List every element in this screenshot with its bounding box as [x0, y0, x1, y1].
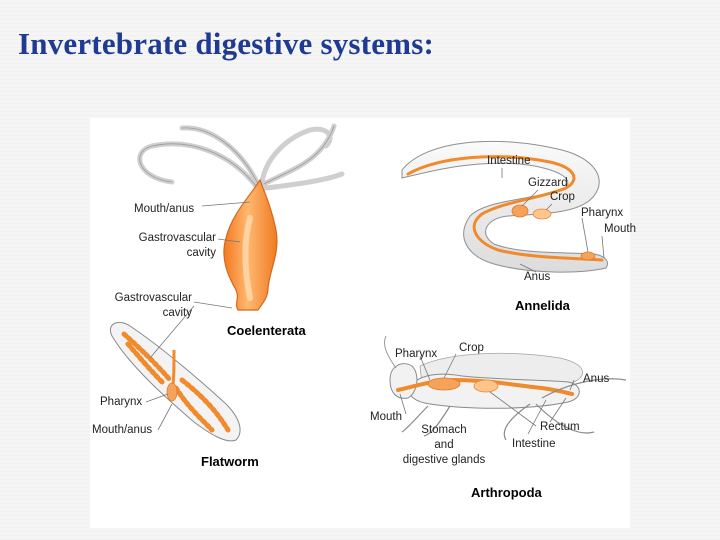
- grasshopper-stomach: [473, 379, 499, 393]
- label-worm-pharynx: Pharynx: [581, 207, 624, 219]
- flatworm-pharynx: [166, 382, 178, 402]
- label-worm-mouth: Mouth: [604, 223, 636, 235]
- group-label-annelida: Annelida: [515, 298, 570, 313]
- earthworm-body: [401, 140, 608, 273]
- earthworm-gut: [406, 155, 604, 262]
- group-label-coelenterata: Coelenterata: [227, 323, 306, 338]
- digestive-systems-figure: Mouth/anus Gastrovascular cavity Coelent…: [90, 118, 636, 528]
- grasshopper-crop: [427, 377, 461, 391]
- grasshopper-illustration: [383, 335, 627, 441]
- label-worm-anus: Anus: [524, 271, 551, 283]
- label-insect-crop: Crop: [459, 342, 484, 354]
- label-hydra-mouth-anus: Mouth/anus: [134, 203, 195, 215]
- label-insect-stomach-digestive-glands: Stomach and digestive glands: [402, 424, 486, 466]
- earthworm-gizzard: [511, 204, 529, 218]
- earthworm-crop: [532, 208, 552, 220]
- label-flatworm-pharynx: Pharynx: [100, 396, 143, 408]
- label-insect-anus: Anus: [583, 373, 610, 385]
- label-hydra-gastrovascular-cavity: Gastrovascular cavity: [138, 232, 216, 259]
- label-worm-gizzard: Gizzard: [528, 177, 568, 189]
- label-insect-rectum: Rectum: [540, 421, 580, 433]
- label-insect-intestine: Intestine: [512, 438, 556, 450]
- flatworm-leader-lines: [145, 305, 195, 431]
- label-worm-crop: Crop: [550, 191, 575, 203]
- hydra-illustration: [137, 123, 345, 311]
- label-worm-intestine: Intestine: [487, 155, 531, 167]
- grasshopper-head: [389, 363, 418, 399]
- earthworm-leader-lines: [501, 168, 605, 273]
- flatworm-gut-branches: [121, 331, 231, 433]
- group-label-flatworm: Flatworm: [201, 454, 259, 469]
- label-insect-pharynx: Pharynx: [395, 348, 438, 360]
- slide-title: Invertebrate digestive systems:: [18, 26, 434, 61]
- label-insect-mouth: Mouth: [370, 411, 402, 423]
- grasshopper-legs: [401, 378, 627, 441]
- hydra-tentacles: [137, 123, 345, 191]
- figure-artwork: [110, 123, 627, 442]
- flatworm-illustration: [110, 305, 241, 442]
- hydra-tentacle-outlines: [139, 125, 335, 187]
- earthworm-pharynx: [580, 251, 596, 261]
- group-label-arthropoda: Arthropoda: [471, 485, 542, 500]
- hydra-leader-lines: [193, 201, 251, 309]
- grasshopper-leader-lines: [399, 353, 575, 435]
- hydra-body: [223, 178, 278, 311]
- earthworm-illustration: [401, 140, 608, 273]
- label-flatworm-gastrovascular-cavity: Gastrovascular cavity: [114, 292, 192, 319]
- label-flatworm-mouth-anus: Mouth/anus: [92, 424, 153, 436]
